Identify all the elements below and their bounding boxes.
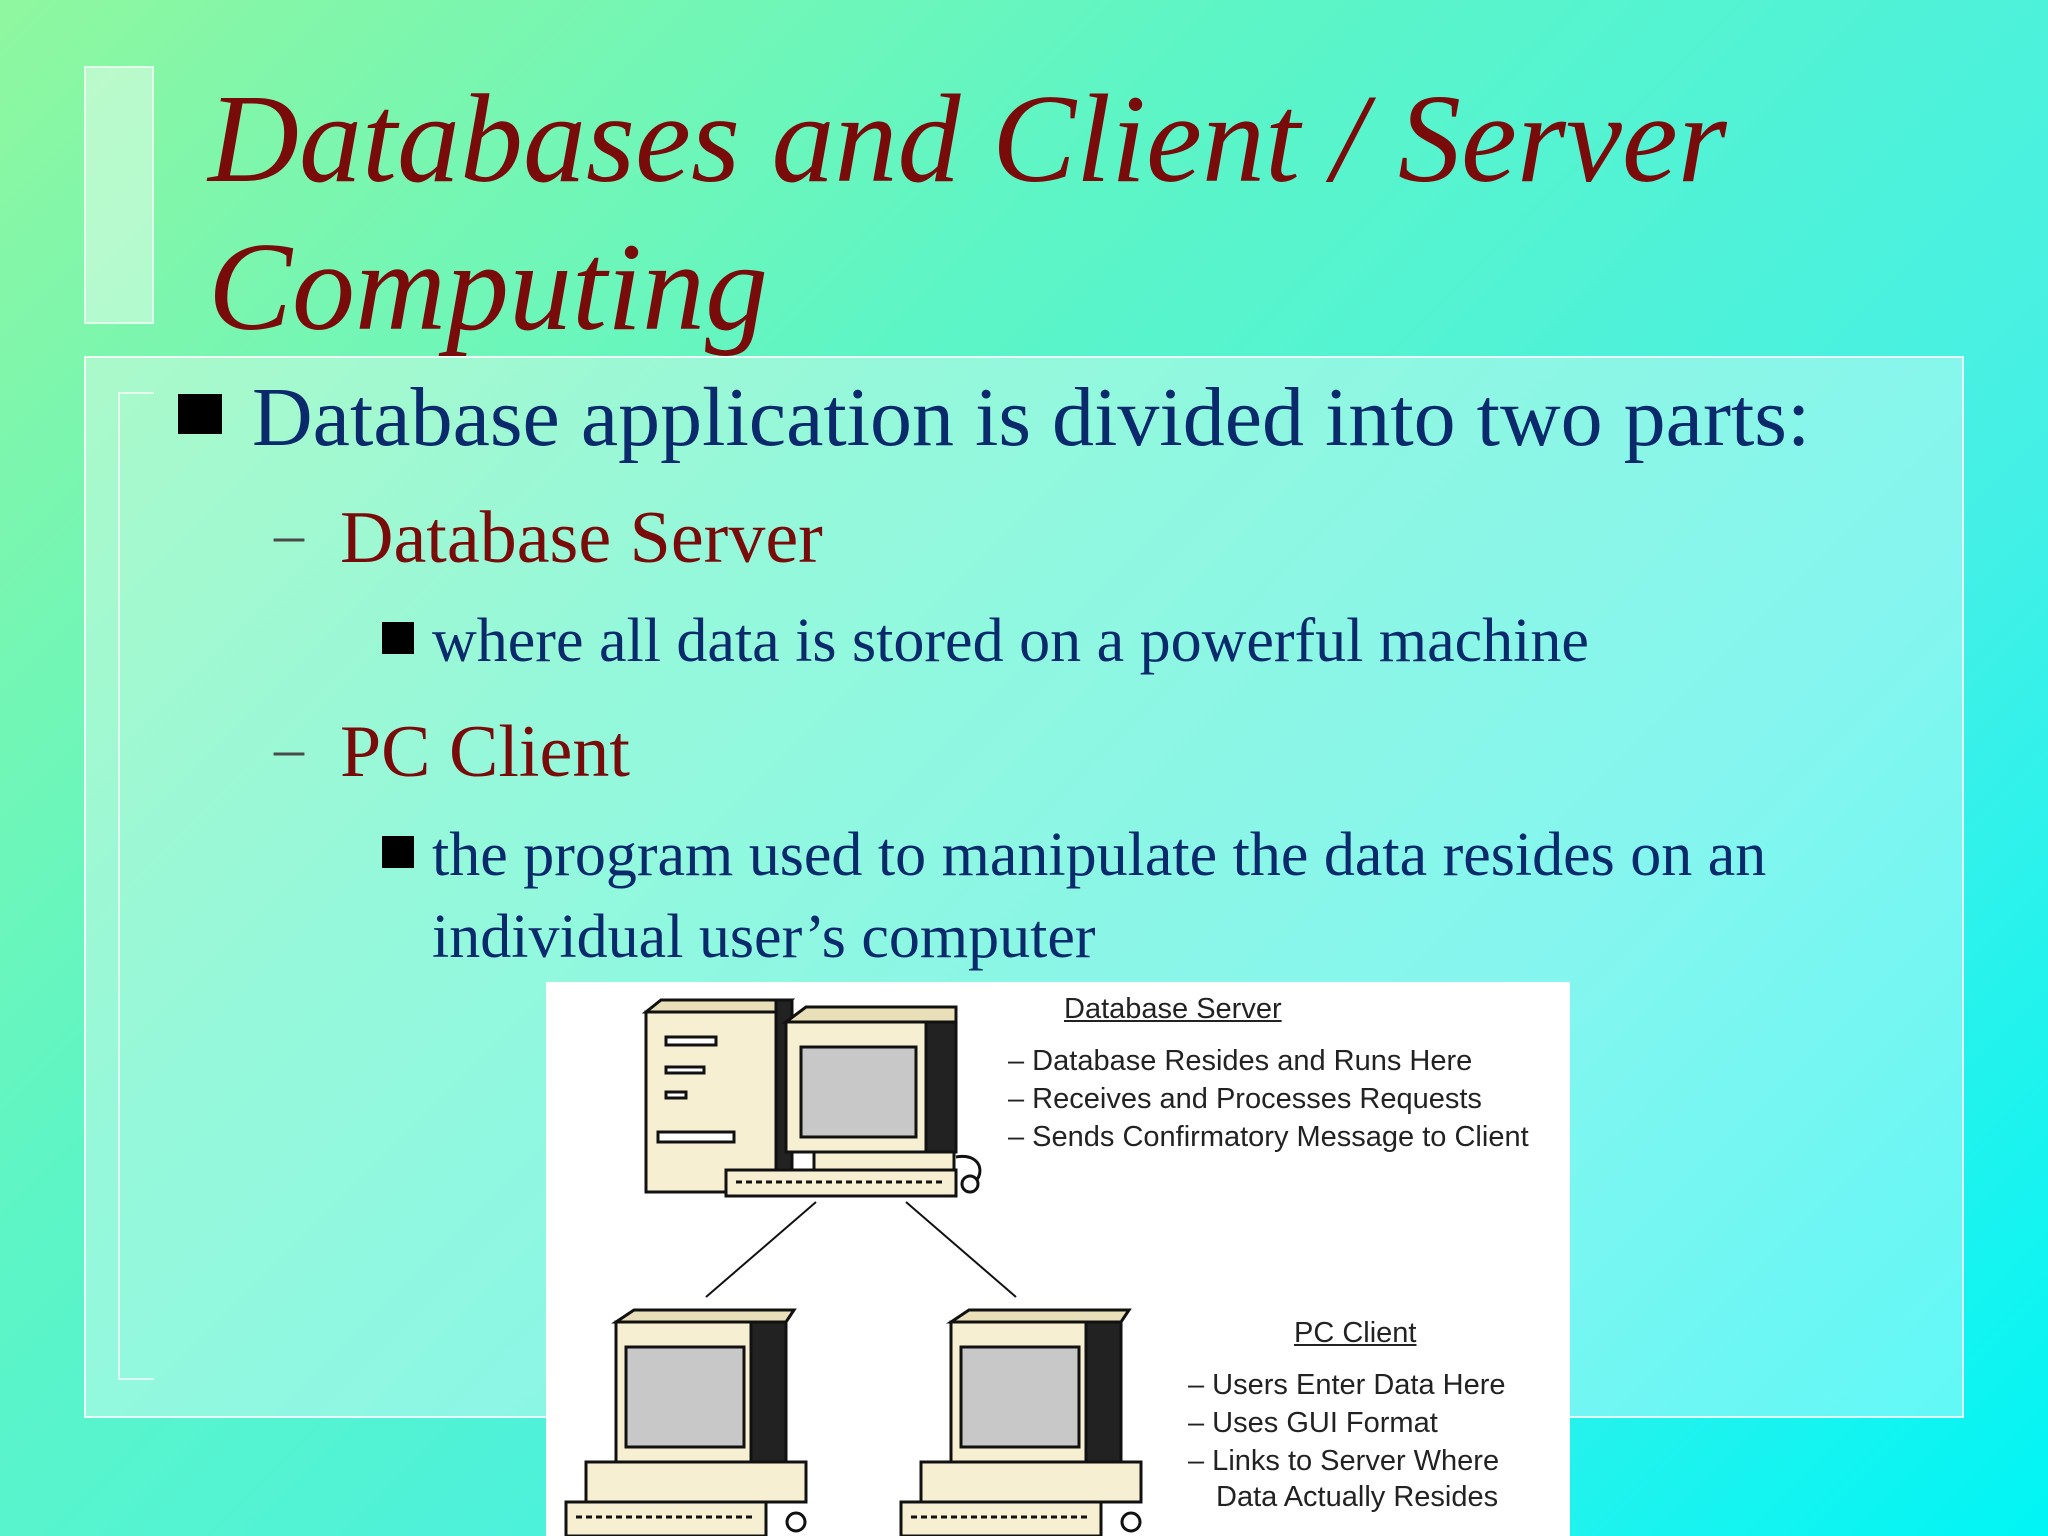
dash-bullet-icon: – — [274, 715, 304, 781]
client-caption-line: – Links to Server Where — [1188, 1445, 1500, 1477]
server-caption-line: – Receives and Processes Requests — [1008, 1083, 1482, 1115]
server-computer-icon — [641, 998, 982, 1198]
sub-bullet-text: PC Client — [340, 711, 630, 793]
client-computer-icon — [564, 1308, 808, 1536]
square-bullet-icon — [178, 394, 222, 434]
detail-bullet-text: where all data is stored on a powerful m… — [432, 607, 1589, 675]
square-bullet-icon — [382, 622, 414, 654]
client-caption-heading: PC Client — [1294, 1317, 1417, 1349]
detail-bullet-text: the program used to manipulate the data … — [432, 821, 1767, 971]
dash-bullet-icon: – — [274, 501, 304, 567]
client-caption-line: – Users Enter Data Here — [1188, 1369, 1506, 1401]
client-server-diagram: Database Server – Database Resides and R… — [546, 982, 1570, 1536]
square-bullet-icon — [382, 836, 414, 868]
slide-title: Databases and Client / Server Computing — [208, 70, 1727, 357]
client-caption-line: – Uses GUI Format — [1188, 1407, 1438, 1439]
connection-lines — [705, 1201, 1017, 1298]
server-caption-line: – Database Resides and Runs Here — [1008, 1045, 1473, 1077]
client-caption-line: Data Actually Resides — [1216, 1481, 1499, 1513]
server-caption-line: – Sends Confirmatory Message to Client — [1008, 1121, 1529, 1153]
client-computer-icon — [899, 1308, 1143, 1536]
title-accent-bar — [84, 66, 154, 324]
content-left-rule — [118, 392, 154, 1380]
main-bullet-text: Database application is divided into two… — [252, 371, 1811, 464]
server-caption-heading: Database Server — [1064, 993, 1282, 1025]
diagram-drawing — [564, 998, 1143, 1536]
sub-bullet-text: Database Server — [340, 497, 823, 579]
